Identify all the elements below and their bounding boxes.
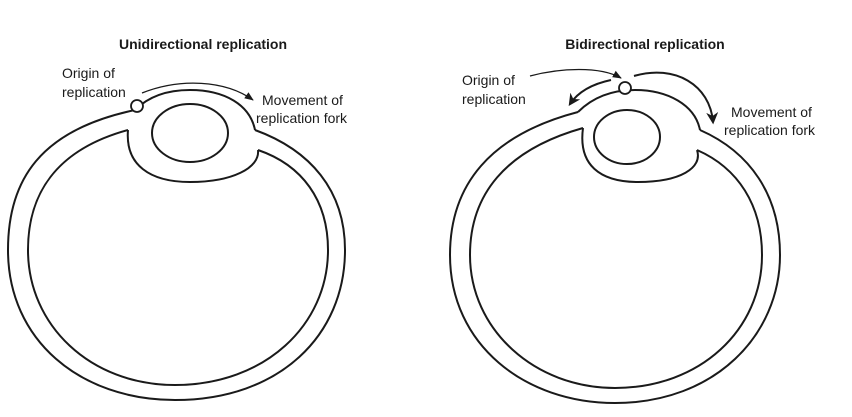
daughter-loop bbox=[151, 103, 229, 163]
fork-label-line2: replication fork bbox=[256, 110, 348, 126]
origin-label-line2: replication bbox=[62, 84, 126, 100]
origin-label-line2: replication bbox=[462, 91, 526, 107]
outer-dna-strand bbox=[448, 111, 782, 405]
fork-label-line1: Movement of bbox=[731, 104, 812, 120]
bidirectional-title: Bidirectional replication bbox=[565, 36, 724, 52]
replication-bubble-outer bbox=[134, 88, 256, 131]
origin-pointer-arrow bbox=[529, 68, 622, 79]
replication-bubble-inner bbox=[581, 127, 699, 184]
origin-label-line1: Origin of bbox=[62, 65, 115, 81]
daughter-loop bbox=[593, 109, 661, 165]
origin-marker bbox=[618, 81, 632, 95]
origin-label-line1: Origin of bbox=[462, 72, 515, 88]
inner-dna-strand bbox=[26, 129, 330, 387]
unidirectional-title: Unidirectional replication bbox=[119, 36, 287, 52]
inner-dna-strand bbox=[468, 127, 764, 390]
origin-marker bbox=[130, 99, 144, 113]
unidirectional-panel: Unidirectional replication Origin of rep… bbox=[6, 36, 348, 402]
fork-direction-arrow bbox=[141, 82, 254, 101]
outer-dna-strand bbox=[6, 109, 347, 402]
bidirectional-panel: Bidirectional replication Origin of repl… bbox=[448, 36, 816, 405]
replication-bubble-outer bbox=[577, 88, 701, 131]
replication-bubble-inner bbox=[126, 129, 260, 184]
fork-label-line1: Movement of bbox=[262, 92, 343, 108]
fork-label-line2: replication fork bbox=[724, 122, 816, 138]
left-fork-arrow bbox=[568, 79, 612, 106]
right-fork-arrow bbox=[633, 71, 719, 125]
